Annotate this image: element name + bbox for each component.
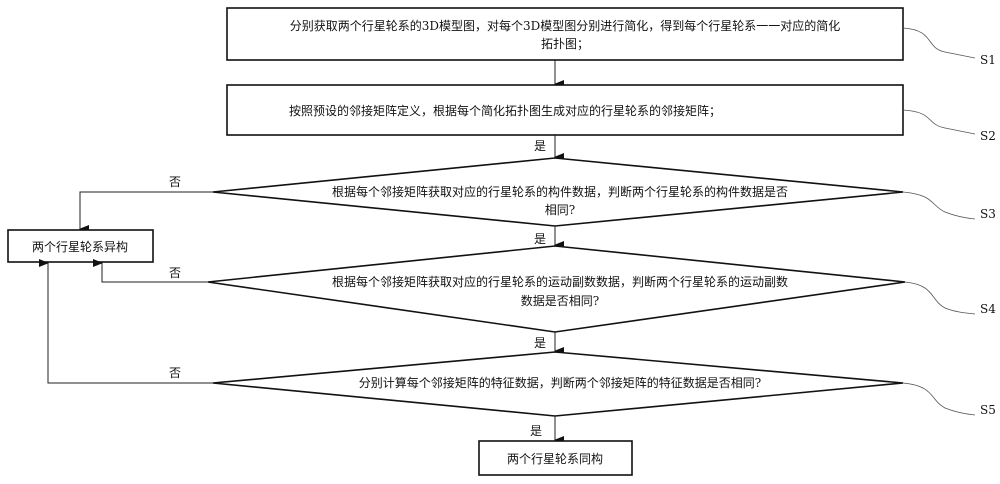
step-s1-box — [226, 7, 904, 61]
arrow-s4-no — [93, 259, 208, 283]
step-s1-text-line2: 拓扑图； — [541, 37, 589, 51]
leader-s5 — [902, 382, 976, 416]
no-label-s3: 否 — [169, 175, 181, 189]
step-label-s5: S5 — [980, 403, 996, 417]
step-s3-text-line1: 根据每个邻接矩阵获取对应的行星轮系的构件数据，判断两个行星轮系的构件数据是否 — [332, 184, 788, 199]
step-label-s3: S3 — [980, 207, 996, 221]
step-s4-text-line2: 数据是否相同? — [521, 293, 599, 308]
yes-label-s5: 是 — [530, 424, 542, 438]
result-heterogeneous-box — [7, 229, 154, 263]
leader-s1 — [902, 27, 976, 59]
step-s3-text-line2: 相同? — [545, 203, 575, 217]
leader-s4 — [904, 281, 976, 315]
step-s1-text-line1: 分别获取两个行星轮系的3D模型图，对每个3D模型图分别进行简化，得到每个行星轮系… — [290, 18, 841, 33]
no-label-s4: 否 — [169, 266, 181, 280]
step-s4-text-line1: 根据每个邻接矩阵获取对应的行星轮系的运动副数数据，判断两个行星轮系的运动副数 — [332, 274, 788, 289]
yes-label-s3: 是 — [534, 232, 546, 246]
step-s2-text: 按照预设的邻接矩阵定义，根据每个简化拓扑图生成对应的行星轮系的邻接矩阵； — [289, 103, 721, 118]
no-label-s5: 否 — [169, 366, 181, 380]
yes-label-s4: 是 — [534, 336, 546, 350]
step-s4-diamond — [207, 245, 906, 333]
leader-s3 — [902, 191, 976, 220]
yes-label-s2: 是 — [534, 139, 546, 153]
arrow-s3-no — [79, 191, 213, 233]
result-heterogeneous-text: 两个行星轮系异构 — [32, 239, 128, 254]
step-s5-text: 分别计算每个邻接矩阵的特征数据，判断两个邻接矩阵的特征数据是否相同? — [359, 375, 761, 390]
step-label-s4: S4 — [980, 302, 996, 316]
step-label-s1: S1 — [980, 53, 996, 67]
arrow-s5-no — [39, 259, 213, 384]
step-label-s2: S2 — [980, 129, 996, 143]
result-isomorphic-box — [478, 440, 633, 476]
result-isomorphic-text: 两个行星轮系同构 — [507, 451, 603, 466]
leader-s2 — [902, 109, 976, 135]
